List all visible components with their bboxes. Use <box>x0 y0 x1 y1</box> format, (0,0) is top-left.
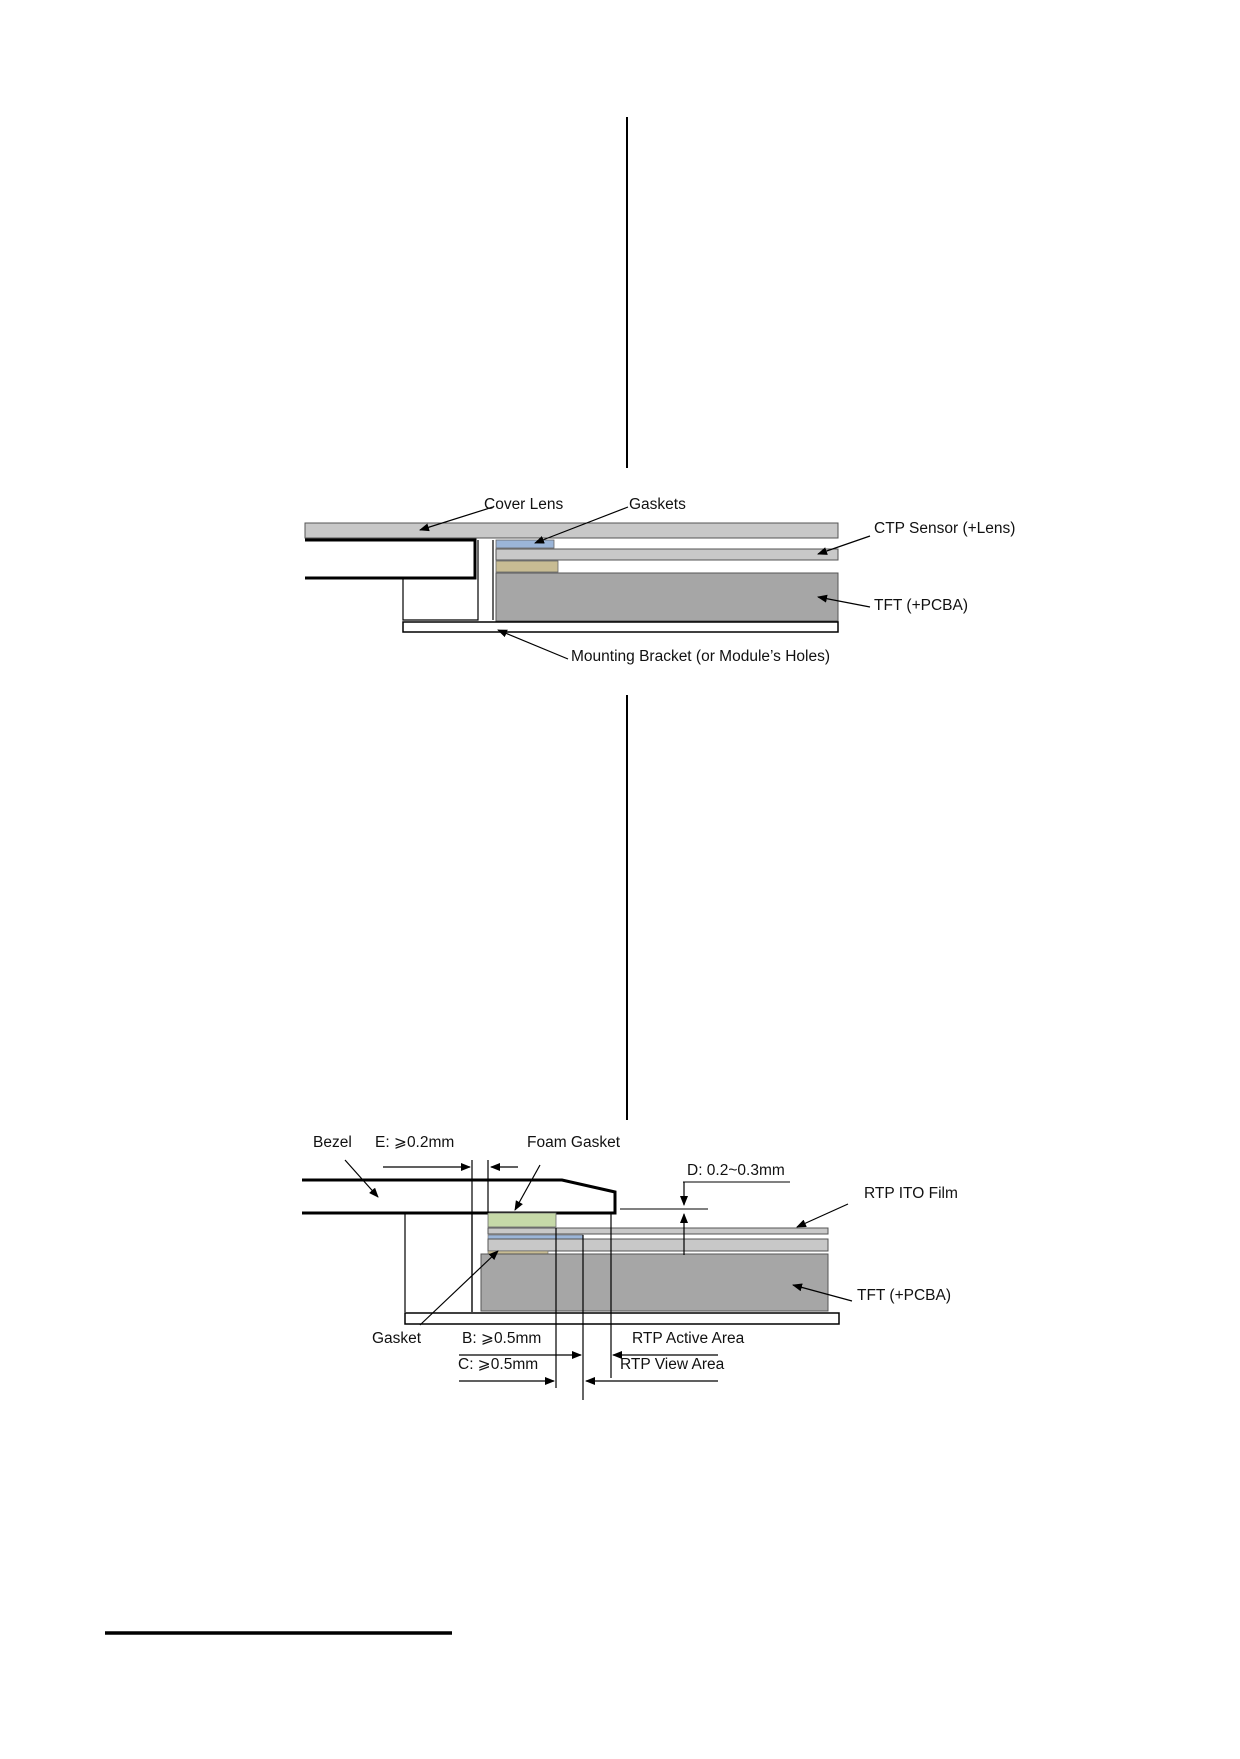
label-mounting-bracket: Mounting Bracket (or Module’s Holes) <box>571 648 830 665</box>
label-b-dim: B: ⩾0.5mm <box>462 1330 541 1347</box>
label-rtp-ito-film: RTP ITO Film <box>864 1185 958 1202</box>
label-foam-gasket: Foam Gasket <box>527 1134 621 1151</box>
arrow-bezel <box>344 1159 379 1198</box>
label-bezel: Bezel <box>313 1134 352 1151</box>
ctp-gasket-blue <box>495 539 555 549</box>
rtp-mounting-bracket <box>404 1312 840 1325</box>
arrow-rtp-tft <box>792 1283 853 1302</box>
rtp-gasket-blue <box>487 1234 584 1240</box>
ctp-mounting-bracket <box>402 621 839 633</box>
arrow-cover-lens <box>419 506 494 532</box>
label-cover-lens: Cover Lens <box>484 496 564 513</box>
arrow-gaskets <box>534 506 629 544</box>
rtp-diagram: Bezel E: ⩾0.2mm Foam Gasket D: 0.2~0.3mm… <box>302 1134 958 1400</box>
arrow-gasket <box>419 1250 499 1326</box>
arrow-ctp-sensor <box>817 535 871 555</box>
ctp-tft-layer <box>495 572 839 622</box>
cover-lens-layer <box>304 522 839 539</box>
label-rtp-tft: TFT (+PCBA) <box>857 1287 951 1304</box>
label-c-dim: C: ⩾0.5mm <box>458 1356 538 1373</box>
label-rtp-active-area: RTP Active Area <box>632 1330 745 1347</box>
rtp-ito-film-layer <box>487 1227 829 1235</box>
label-tft: TFT (+PCBA) <box>874 597 968 614</box>
ctp-sensor-layer <box>495 548 839 561</box>
label-ctp-sensor: CTP Sensor (+Lens) <box>874 520 1015 537</box>
arrow-rtp-ito-film <box>796 1203 849 1228</box>
arrow-mounting-bracket <box>497 629 569 660</box>
label-gaskets: Gaskets <box>629 496 686 513</box>
label-d-dim: D: 0.2~0.3mm <box>687 1162 785 1179</box>
arrow-tft <box>817 594 871 608</box>
ctp-gasket-tan <box>495 560 559 573</box>
label-e-dim: E: ⩾0.2mm <box>375 1134 454 1151</box>
ctp-diagram: Cover Lens Gaskets CTP Sensor (+Lens) TF… <box>304 496 1015 665</box>
rtp-bezel <box>302 1178 617 1215</box>
rtp-glass-layer <box>487 1238 829 1252</box>
ctp-housing <box>402 540 479 621</box>
rtp-tft-layer <box>480 1253 829 1312</box>
label-rtp-view-area: RTP View Area <box>620 1356 725 1373</box>
rtp-foam-gasket <box>487 1212 557 1228</box>
arrow-foam-gasket <box>514 1164 541 1211</box>
label-gasket: Gasket <box>372 1330 422 1347</box>
ctp-bezel <box>305 538 477 580</box>
